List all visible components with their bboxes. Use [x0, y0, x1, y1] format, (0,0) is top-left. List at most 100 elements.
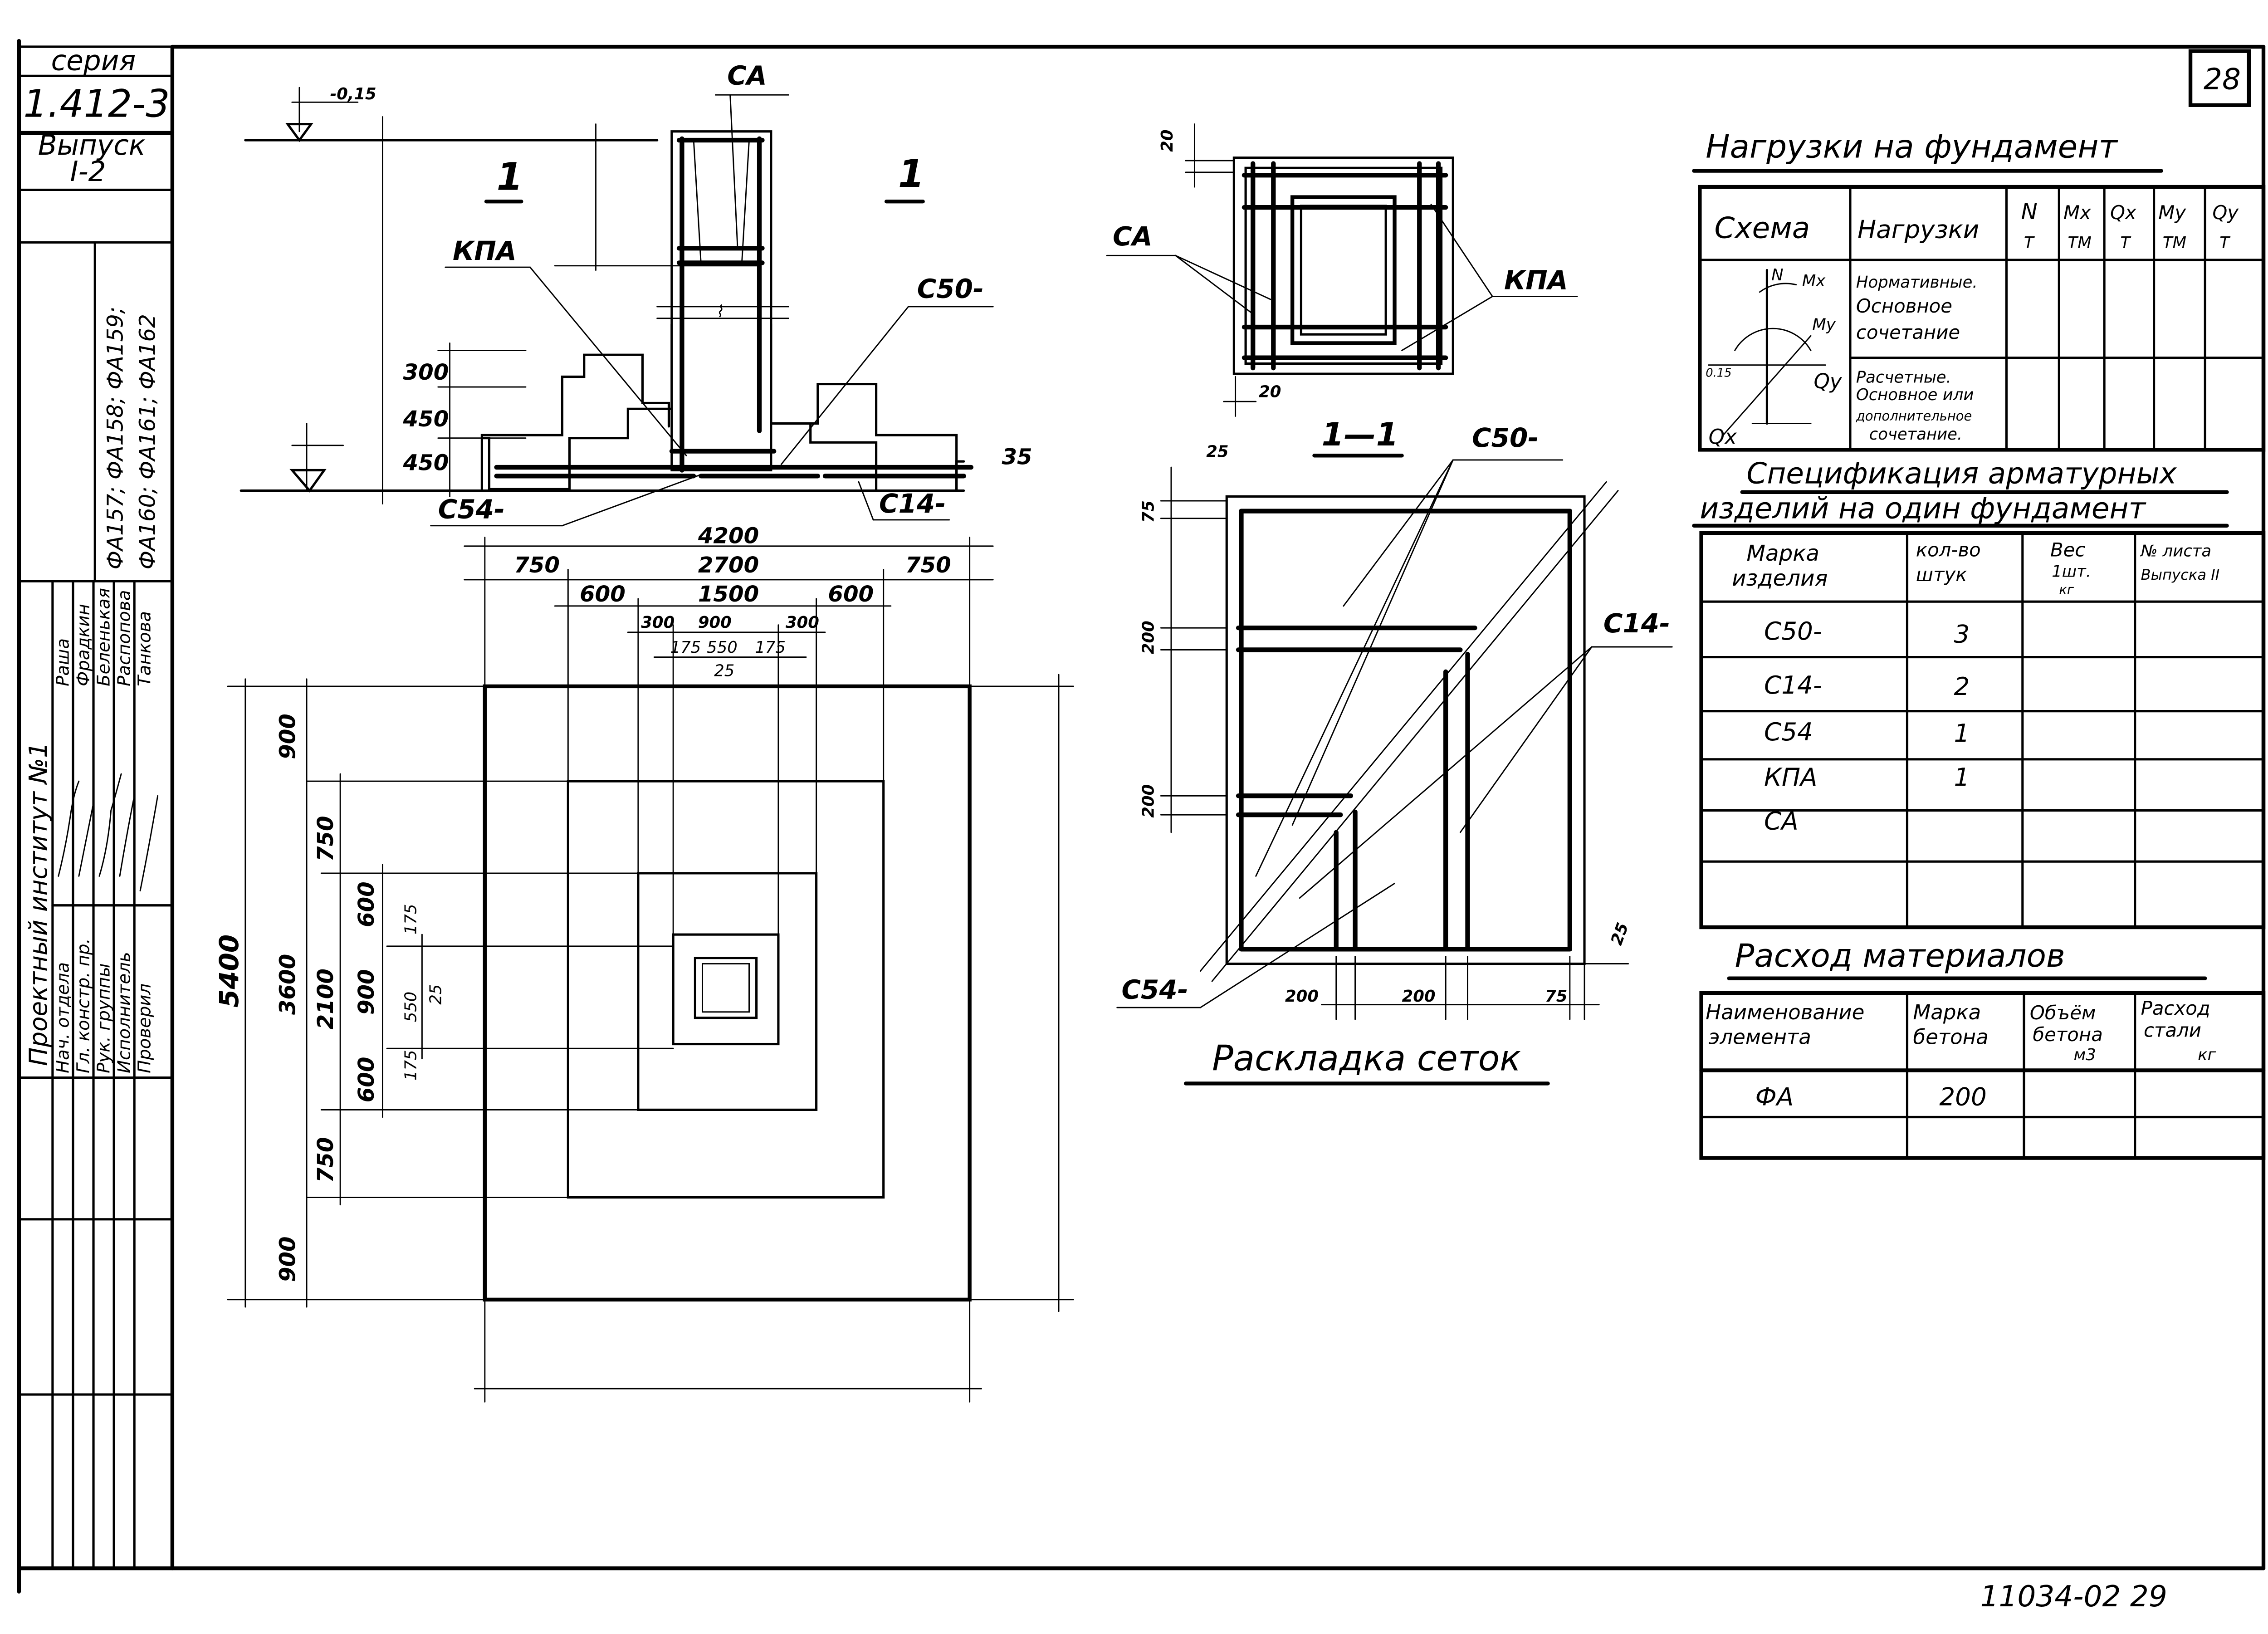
materials-header: бетона	[2033, 1023, 2102, 1046]
loads-header: Qx	[2110, 201, 2137, 224]
scheme-qy: Qy	[1813, 369, 1842, 393]
loads-table: Нагрузки на фундамент Схема Нагрузки N Т…	[1692, 128, 2266, 452]
dim-h: 300	[641, 613, 675, 632]
cover-dim: 35	[1002, 445, 1032, 470]
top-dim-bottom: 20	[1259, 383, 1281, 401]
label-ca: СА	[727, 60, 767, 91]
elevation-top: -0,15	[330, 85, 376, 103]
spec-header: штук	[1916, 563, 1967, 586]
mesh-section-title: 1—1	[1322, 416, 1398, 453]
dim-v-gap: 25	[426, 984, 445, 1005]
materials-header: Марка	[1913, 1000, 1981, 1024]
materials-header: Расход	[2141, 997, 2210, 1019]
break-mark: ⌇	[715, 303, 723, 321]
dim-h-gap: 25	[714, 661, 734, 680]
load-type-line: дополнительное	[1856, 408, 1972, 424]
section-mark-left: 1	[497, 154, 523, 199]
step-height-1: 300	[403, 360, 449, 385]
mesh-dim-left: 200	[1139, 621, 1158, 654]
spec-cell-qty: 2	[1954, 672, 1970, 701]
spec-row: С54 1	[1764, 717, 1970, 748]
materials-header: Наименование	[1706, 1000, 1864, 1024]
dim-h: 2700	[698, 553, 759, 578]
mesh-dim-left: 200	[1139, 784, 1158, 818]
step-height-2: 450	[403, 406, 449, 432]
spec-header: изделия	[1732, 566, 1828, 591]
loads-header: Mx	[2063, 201, 2092, 224]
spec-header: Марка	[1746, 541, 1819, 566]
role-name: Беленькая	[93, 588, 114, 686]
loads-header: My	[2158, 201, 2186, 224]
materials-header: элемента	[1709, 1025, 1811, 1049]
scheme-my: My	[1812, 315, 1836, 334]
dim-h: 1500	[698, 582, 759, 607]
spec-row: С14- 2	[1764, 670, 1970, 701]
dim-v: 750	[313, 1137, 338, 1183]
materials-header: бетона	[1913, 1025, 1988, 1049]
spec-row: КПА 1	[1764, 763, 1970, 792]
loads-header-unit: ТМ	[2163, 234, 2186, 252]
mesh-label-c54: С54-	[1121, 974, 1188, 1005]
spec-cell-mark: С14-	[1764, 670, 1822, 700]
role-label: Гл. констр. пр.	[73, 938, 93, 1073]
page-number-box: 28	[2188, 49, 2251, 107]
dim-v: 900	[275, 1236, 300, 1282]
load-type-line: Расчетные.	[1856, 368, 1951, 386]
dim-v: 175	[402, 904, 420, 935]
spec-row: С50- 3	[1764, 616, 1970, 648]
spec-cell-mark: С50-	[1764, 616, 1822, 646]
spec-cell-qty: 1	[1954, 763, 1970, 792]
dim-v-overall: 5400	[214, 934, 244, 1008]
materials-header: стали	[2144, 1019, 2201, 1041]
label-kpa: КПА	[453, 235, 517, 266]
materials-cell-element: ФА	[1755, 1082, 1794, 1111]
institute-name: Проектный институт №1	[24, 742, 53, 1066]
dim-h: 750	[905, 553, 951, 578]
spec-table: Спецификация арматурных изделий на один …	[1692, 456, 2266, 930]
spec-header: Вес	[2050, 538, 2085, 561]
section-view: -0,15 ⌇	[240, 60, 1032, 527]
series-value: 1.412-3	[24, 82, 170, 126]
role-label: Рук. группы	[93, 963, 114, 1073]
load-type-line: Нормативные.	[1856, 273, 1978, 292]
mesh-layout: 1—1 25 75 200 200	[1116, 416, 1673, 1086]
dim-h: 175	[670, 638, 701, 657]
role-label: Проверил	[135, 983, 155, 1073]
top-dim-top: 20	[1158, 129, 1177, 152]
load-type-line: Основное или	[1856, 386, 1974, 404]
dim-v: 900	[354, 969, 379, 1015]
issue-label: Выпуск	[38, 129, 146, 161]
title-block: серия 1.412-3 Выпуск I-2 ФА157; ФА158; Ф…	[17, 45, 175, 1570]
dim-h: 750	[514, 553, 560, 578]
loads-header: N	[2021, 199, 2038, 225]
loads-header-unit: Т	[2024, 234, 2035, 252]
step-height-3: 450	[403, 450, 449, 476]
scheme-elev: 0.15	[1706, 366, 1731, 380]
loads-header-unit: ТМ	[2068, 234, 2092, 252]
page-number: 28	[2204, 62, 2241, 96]
loads-row: Нормативные. Основное сочетание	[1856, 273, 1978, 343]
load-scheme-diagram: N Mx My Qy Qx 0.15	[1706, 266, 1843, 449]
marks-line-1: ФА157; ФА158; ФА159;	[103, 307, 128, 570]
dim-v: 2100	[313, 969, 338, 1029]
materials-table: Расход материалов Наименование элемента …	[1699, 937, 2266, 1160]
issue-value: I-2	[70, 156, 106, 188]
dim-v: 750	[313, 816, 338, 861]
spec-cell-qty: 3	[1954, 619, 1970, 648]
dim-v: 900	[275, 714, 300, 759]
dim-h: 550	[707, 638, 738, 657]
load-type-line: Основное	[1856, 295, 1952, 317]
spec-title-2: изделий на один фундамент	[1700, 492, 2146, 526]
top-label-kpa: КПА	[1504, 264, 1568, 295]
dim-v: 600	[354, 1057, 379, 1103]
top-view: 20 20 СА КПА	[1106, 123, 1578, 417]
mesh-dim-bottom: 200	[1285, 987, 1319, 1006]
horizontal-dimensions: 4200 750 2700 750 600 1500 600 300 900 3…	[464, 523, 1074, 1403]
mesh-dim-bottom: 75	[1545, 987, 1567, 1006]
spec-header: № листа	[2140, 542, 2212, 560]
section-mark-right: 1	[898, 152, 924, 196]
materials-header: м3	[2074, 1046, 2096, 1064]
spec-cell-mark: СА	[1764, 806, 1799, 835]
top-label-ca: СА	[1113, 221, 1152, 252]
stamp-roles: Нач. отдела Гл. констр. пр. Рук. группы …	[53, 588, 155, 1073]
